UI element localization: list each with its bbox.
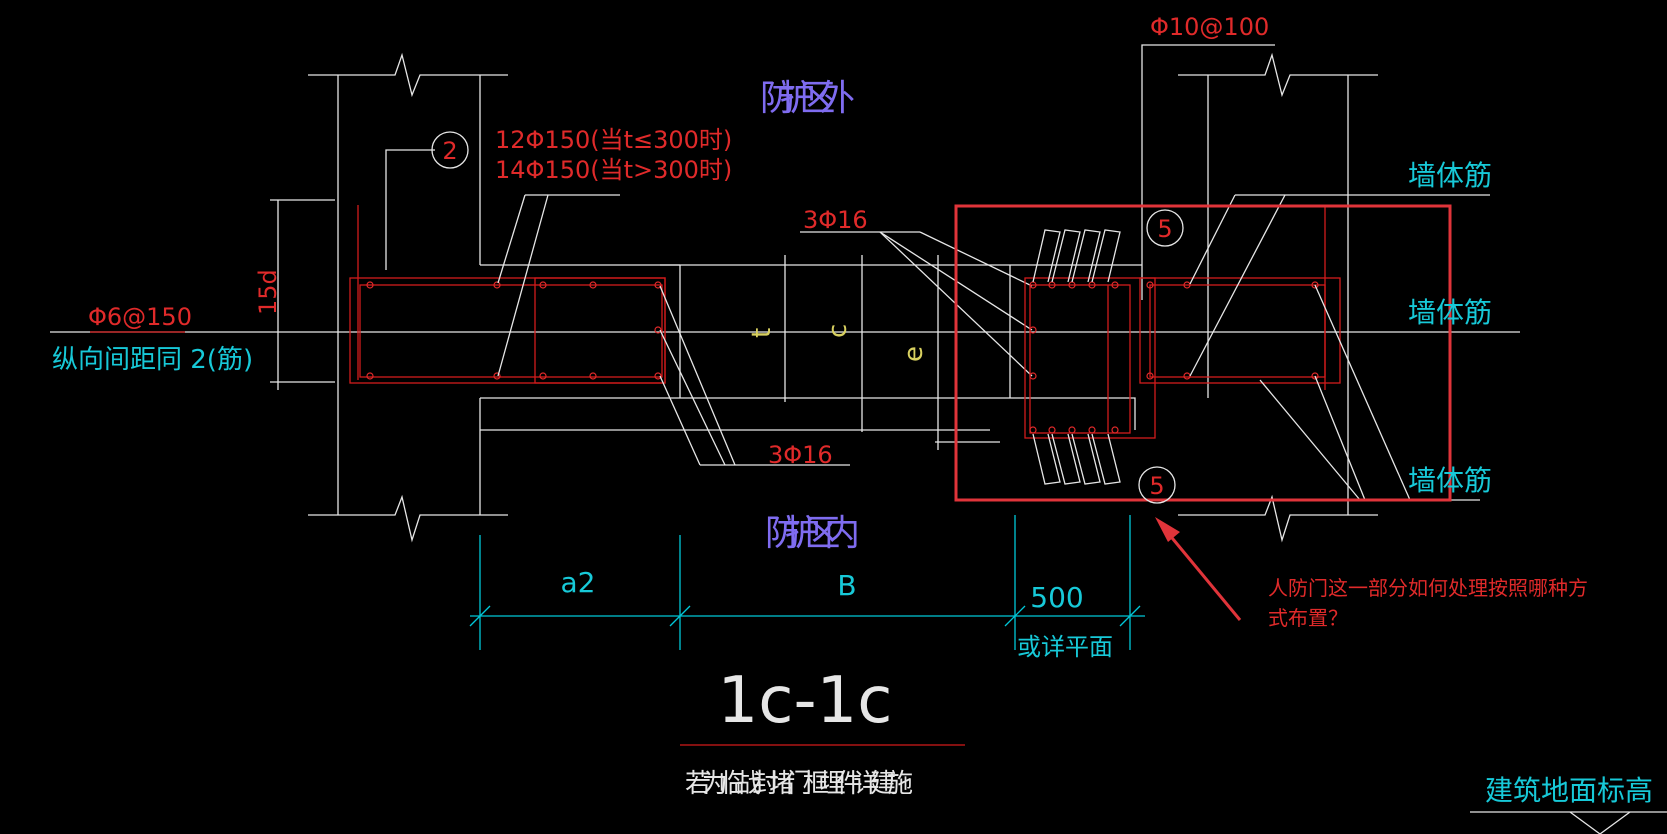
dim-e-label: e bbox=[899, 346, 929, 362]
dim-tce bbox=[784, 255, 1000, 450]
wall-bar-label-2: 墙体筋 bbox=[1408, 296, 1492, 329]
question-line-2: 式布置？ bbox=[1268, 606, 1348, 630]
left-leaders bbox=[385, 149, 850, 466]
wall-bar-label-3: 墙体筋 bbox=[1408, 464, 1492, 497]
right-rebar-cage bbox=[1024, 205, 1341, 439]
dim-B-label: B bbox=[837, 569, 856, 602]
marker-5-bottom: 5 bbox=[1138, 466, 1176, 504]
rebar-top-bars: 3Φ16 bbox=[803, 206, 868, 234]
dim-t-label: t bbox=[747, 328, 777, 338]
zone-outside-label: 防护区外 bbox=[760, 78, 855, 119]
marker-2-label: 2 bbox=[442, 137, 457, 165]
question-line-1: 人防门这一部分如何处理按照哪种方 bbox=[1268, 576, 1588, 600]
annotation-arrow bbox=[1155, 517, 1242, 621]
anchor-bars bbox=[1032, 229, 1121, 485]
dim-or-plan-label: 或详平面 bbox=[1017, 633, 1113, 661]
section-title: 1c-1c bbox=[718, 664, 893, 738]
dim-a2-label: a2 bbox=[561, 566, 596, 599]
dim-500-label: 500 bbox=[1030, 581, 1083, 614]
bottom-dimensions bbox=[469, 515, 1145, 650]
marker-2: 2 bbox=[431, 131, 469, 169]
left-wall-outline bbox=[308, 52, 508, 543]
wall-bar-label-1: 墙体筋 bbox=[1408, 159, 1492, 192]
zone-inside-label: 防护区内 bbox=[765, 513, 860, 554]
section-caption: 若为临战封堵门框埋件详建施 bbox=[685, 769, 913, 799]
dim-15d bbox=[270, 199, 335, 390]
rebar-bottom-bars: 3Φ16 bbox=[768, 441, 833, 469]
right-leaders bbox=[1189, 194, 1490, 501]
floor-elevation-label: 建筑地面标高 bbox=[1485, 774, 1653, 807]
rebar-stirrups-left: Φ6@150 bbox=[88, 303, 192, 331]
floor-elevation-symbol bbox=[1470, 811, 1667, 834]
right-wall-outline bbox=[1009, 44, 1378, 543]
rebar-stirrups-right: Φ10@100 bbox=[1150, 13, 1269, 41]
dim-15d-label: 15d bbox=[254, 269, 282, 315]
rebar-main-line2: 14Φ150(当t>300时) bbox=[495, 156, 732, 184]
note-longitudinal: 纵向间距同 2(筋) bbox=[52, 345, 253, 375]
marker-5-top-label: 5 bbox=[1157, 215, 1172, 243]
marker-5-bottom-label: 5 bbox=[1149, 472, 1164, 500]
rebar-main-line1: 12Φ150(当t≤300时) bbox=[495, 126, 732, 154]
left-rebar-cage bbox=[349, 205, 666, 384]
highlight-box bbox=[954, 204, 1452, 502]
marker-5-top: 5 bbox=[1146, 209, 1184, 247]
dim-c-label: c bbox=[823, 324, 853, 338]
